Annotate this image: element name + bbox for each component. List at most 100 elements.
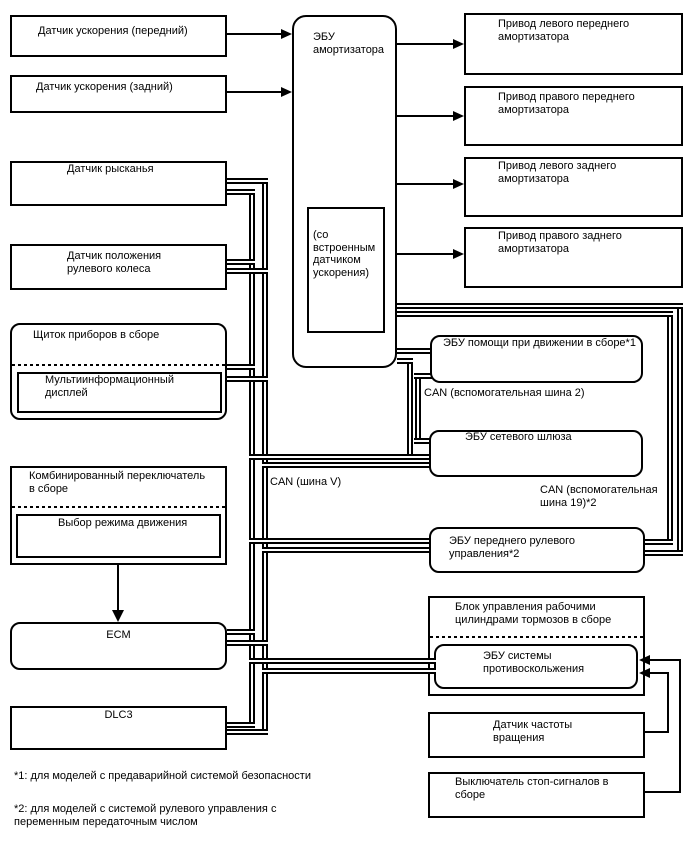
aux-bus19-right-vertical-2 — [667, 311, 673, 545]
stop-switch-entry-line — [650, 659, 680, 661]
yaw-sensor-label: Датчик рысканья — [67, 163, 154, 175]
actuator-fr-arrowhead — [453, 111, 464, 121]
drive-assist-ecu-box — [430, 335, 643, 383]
drive-mode-select-box — [16, 514, 221, 558]
footnote-1: *1: для моделей с предаварийной системой… — [14, 770, 311, 782]
instrument-cluster-label: Щиток приборов в сборе — [33, 329, 160, 341]
stop-lamp-switch-box — [428, 772, 645, 818]
dlc3-label: DLC3 — [104, 709, 133, 721]
accel-front-signal-line — [227, 33, 281, 35]
ecm-box — [10, 622, 227, 670]
skid-control-ecu-box — [434, 644, 638, 689]
actuator-rl-signal-line — [397, 183, 453, 185]
dlc3-box — [10, 706, 227, 750]
actuator-front-right-box — [464, 86, 683, 146]
accel-rear-arrowhead — [281, 87, 292, 97]
combination-switch-label: Комбинированный переключатель в сборе — [29, 470, 206, 495]
actuator-rear-right-box — [464, 227, 683, 288]
integrated-accel-sensor-box — [307, 207, 385, 333]
aux-bus2-vertical — [415, 373, 421, 444]
accel-front-arrowhead — [281, 29, 292, 39]
gateway-ecu-label: ЭБУ сетевого шлюза — [465, 431, 572, 443]
skid-ecu-bus-branch-1 — [249, 658, 436, 664]
aux-bus19-top-line-1 — [397, 303, 683, 309]
shock-bus-drop-horizontal — [397, 358, 413, 364]
actuator-rear-right-label: Привод правого заднего амортизатора — [498, 230, 622, 255]
yaw-sensor-box — [10, 161, 227, 206]
aux-bus19-top-line-2 — [397, 311, 673, 317]
cluster-bus-stub-2 — [227, 376, 268, 382]
aux-bus19-right-vertical-1 — [677, 303, 683, 556]
accel-sensor-rear-label: Датчик ускорения (задний) — [36, 81, 173, 93]
can-aux-bus19-label: CAN (вспомогательная шина 19)*2 — [540, 484, 658, 509]
aux-bus19-entry-1 — [645, 550, 683, 556]
drive-mode-select-label: Выбор режима движения — [58, 517, 188, 529]
stop-lamp-switch-label: Выключатель стоп-сигналов в сборе — [455, 776, 609, 801]
ecm-bus-stub-2 — [227, 640, 268, 646]
steering-pos-bus-stub-1 — [227, 259, 255, 265]
stop-switch-out-line — [645, 791, 681, 793]
actuator-front-left-label: Привод левого переднего амортизатора — [498, 18, 630, 43]
skid-control-ecu-label: ЭБУ системы противоскольжения — [483, 650, 585, 675]
accel-sensor-front-label: Датчик ускорения (передний) — [38, 25, 188, 37]
accel-sensor-front-box — [10, 15, 227, 57]
multi-information-display-label: Мультиинформационный дисплей — [45, 374, 174, 399]
speed-sensor-out-line — [645, 731, 669, 733]
cluster-bus-stub-1 — [227, 364, 255, 370]
shock-to-assist-bus-link — [397, 348, 432, 354]
dlc3-bus-stub-1 — [227, 722, 255, 728]
skid-ecu-bus-branch-2 — [262, 668, 436, 674]
steering-position-sensor-box — [10, 244, 227, 290]
integrated-accel-sensor-label: (со встроенным датчиком ускорения) — [313, 229, 376, 279]
brake-master-cylinder-unit-label: Блок управления рабочими цилиндрами торм… — [455, 601, 612, 626]
front-steering-bus-branch-2 — [262, 547, 431, 553]
front-steering-bus-branch-1 — [249, 538, 431, 544]
stop-switch-arrowhead — [639, 655, 650, 665]
actuator-rr-signal-line — [397, 253, 453, 255]
aux-bus2-bottom-stub — [414, 438, 431, 444]
actuator-rl-arrowhead — [453, 179, 464, 189]
accel-sensor-rear-box — [10, 75, 227, 113]
steering-pos-bus-stub-2 — [227, 268, 268, 274]
gateway-bus-branch-1 — [249, 454, 431, 460]
footnote-2: *2: для моделей с системой рулевого упра… — [14, 803, 277, 828]
mode-select-to-ecm-arrowhead — [112, 610, 124, 622]
brake-dashed-divider — [430, 636, 643, 638]
accel-rear-signal-line — [227, 91, 281, 93]
gateway-ecu-box — [429, 430, 643, 477]
stop-switch-vertical-line — [679, 659, 681, 793]
aux-bus19-entry-2 — [645, 539, 673, 545]
speed-sensor-arrowhead — [639, 668, 650, 678]
actuator-front-right-label: Привод правого переднего амортизатора — [498, 91, 635, 116]
ecm-label: ECM — [106, 629, 131, 641]
front-steering-ecu-label: ЭБУ переднего рулевого управления*2 — [449, 535, 576, 560]
speed-sensor-entry-line — [650, 672, 668, 674]
ecm-bus-stub-1 — [227, 629, 255, 635]
front-steering-ecu-box — [429, 527, 645, 573]
mode-select-to-ecm-line — [117, 558, 119, 611]
yaw-bus-stub-2 — [227, 189, 255, 195]
actuator-rr-arrowhead — [453, 249, 464, 259]
gateway-bus-branch-2 — [262, 462, 431, 468]
speed-sensor-vertical-line — [667, 672, 669, 733]
can-bus-v-label: CAN (шина V) — [270, 476, 342, 488]
speed-sensor-label: Датчик частоты вращения — [493, 719, 573, 744]
cluster-dashed-divider — [12, 364, 225, 366]
speed-sensor-box — [428, 712, 645, 758]
multi-information-display-box — [17, 372, 222, 413]
combo-dashed-divider — [12, 506, 225, 508]
drive-assist-ecu-label: ЭБУ помощи при движении в сборе*1 — [443, 337, 636, 349]
actuator-rear-left-box — [464, 157, 683, 217]
actuator-fr-signal-line — [397, 115, 453, 117]
shock-bus-drop-vertical — [407, 358, 413, 460]
actuator-rear-left-label: Привод левого заднего амортизатора — [498, 160, 617, 185]
actuator-fl-signal-line — [397, 43, 453, 45]
shock-absorber-ecu-label: ЭБУ амортизатора — [313, 31, 385, 56]
actuator-fl-arrowhead — [453, 39, 464, 49]
dlc3-bus-stub-2 — [227, 729, 268, 735]
yaw-bus-stub-1 — [227, 178, 268, 184]
aux-bus2-top-stub — [414, 373, 432, 379]
can-aux-bus2-label: CAN (вспомогательная шина 2) — [424, 387, 585, 399]
actuator-front-left-box — [464, 13, 683, 75]
